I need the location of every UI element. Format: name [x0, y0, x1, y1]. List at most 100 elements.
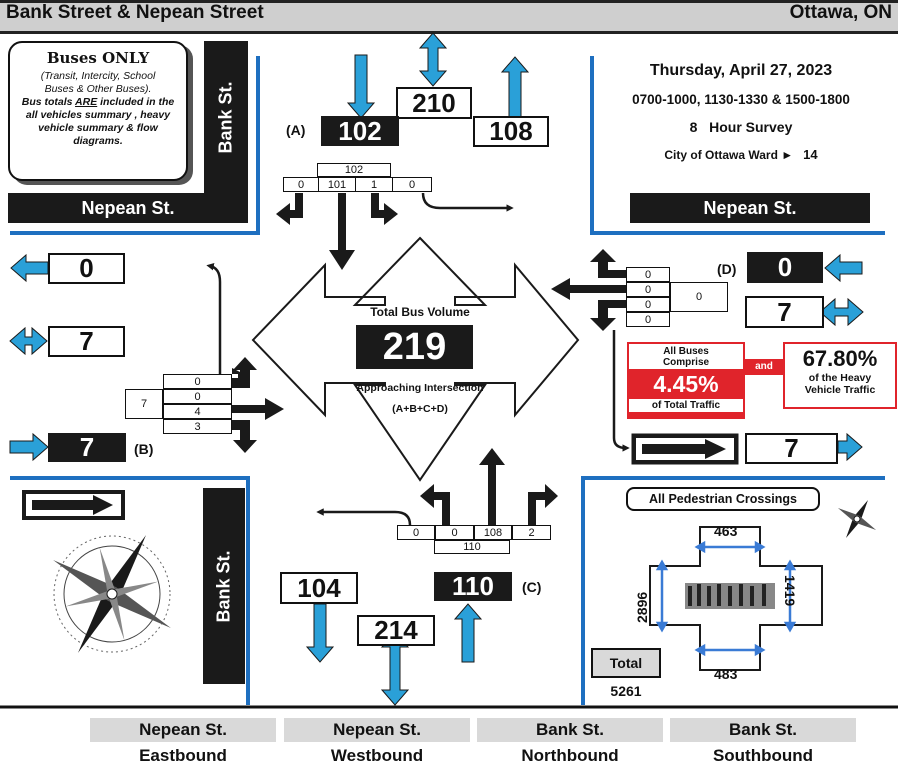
north-depart-box: 108	[473, 116, 549, 147]
north-cell-through: 1	[355, 177, 393, 192]
west-depart-arrow	[10, 253, 49, 283]
north-cell-right: 101	[318, 177, 356, 192]
info-title: Buses ONLY	[46, 49, 150, 67]
east-through-arrow	[551, 278, 626, 300]
survey-ward: City of Ottawa Ward ► 14	[664, 147, 818, 162]
north-approach-arrow	[346, 54, 376, 119]
south-total-box: 214	[357, 615, 435, 646]
ped-total-value: 5261	[610, 683, 642, 699]
east-cell-left: 0	[626, 312, 670, 327]
north-total-arrow	[418, 32, 448, 87]
intersection-title: Bank Street & Nepean Street	[6, 2, 264, 23]
one-way-sign-icon-west	[22, 490, 125, 520]
west-cell-total: 7	[125, 389, 163, 419]
north-label: (A)	[286, 122, 306, 138]
south-depart-box: 104	[280, 572, 358, 604]
east-label: (D)	[717, 261, 737, 277]
survey-date: Thursday, April 27, 2023	[649, 62, 833, 79]
south-through-arrow	[479, 448, 505, 525]
north-total-box: 210	[396, 87, 472, 119]
south-left-arrow	[420, 484, 450, 525]
west-cell-u: 0	[163, 374, 232, 389]
bus-share-percent: 4.45%	[653, 371, 719, 397]
south-approach-arrow	[453, 603, 483, 663]
and-label: and	[745, 359, 783, 375]
footer-dir-nb: Northbound	[521, 746, 619, 765]
ped-north-value: 463	[714, 523, 738, 539]
heavy-share-percent: 67.80%	[802, 346, 878, 371]
south-cell-u: 0	[397, 525, 435, 540]
west-cell-through: 4	[163, 404, 232, 419]
east-right-arrow	[590, 249, 626, 278]
north-cell-left: 0	[392, 177, 432, 192]
west-total-box: 7	[48, 326, 125, 357]
ped-east-value: 1419	[782, 575, 798, 607]
north-through-arrow	[329, 193, 355, 270]
street-label-nepean-nw: Nepean St.	[8, 193, 248, 223]
north-depart-arrow	[500, 56, 530, 121]
footer-street-eb: Nepean St.	[90, 718, 276, 742]
center-label-bottom: Approaching Intersection	[356, 382, 484, 394]
west-label: (B)	[134, 441, 154, 457]
footer-street-sb: Bank St.	[670, 718, 856, 742]
street-label-bank-nw: Bank St.	[204, 41, 248, 193]
title-bar	[0, 0, 898, 34]
south-depart-arrow	[305, 603, 335, 663]
east-approach-arrow	[824, 253, 863, 283]
west-left-arrow	[232, 357, 257, 388]
east-depart-arrow	[837, 432, 863, 462]
footer-dir-eb: Eastbound	[139, 746, 227, 765]
west-cell-right: 3	[163, 419, 232, 434]
footer-street-nb: Bank St.	[477, 718, 663, 742]
west-right-arrow	[232, 420, 257, 453]
center-label-sub: (A+B+C+D)	[392, 403, 448, 415]
west-approach-box: 7	[48, 432, 126, 462]
center-total-box: 219	[356, 325, 473, 369]
info-text: (Transit, Intercity, School Buses & Othe…	[21, 70, 175, 147]
compass-rose-icon	[53, 535, 171, 653]
west-uturn-arrow	[206, 263, 222, 375]
south-cell-total: 110	[434, 540, 510, 554]
south-cell-left: 0	[435, 525, 474, 540]
west-approach-arrow	[9, 432, 49, 462]
north-left-arrow	[371, 193, 398, 225]
north-cell-total: 102	[317, 163, 391, 177]
survey-hours: 8 Hour Survey	[689, 119, 793, 135]
west-through-arrow	[232, 398, 284, 420]
north-right-arrow	[276, 193, 303, 225]
east-total-box: 7	[745, 296, 824, 328]
survey-info: Thursday, April 27, 2023 0700-1000, 1130…	[596, 62, 886, 162]
city-title: Ottawa, ON	[789, 2, 892, 23]
survey-times: 0700-1000, 1130-1330 & 1500-1800	[632, 92, 850, 107]
west-depart-box: 0	[48, 253, 125, 284]
east-approach-box: 0	[747, 252, 823, 283]
footer-dir-sb: Southbound	[712, 746, 814, 765]
ped-west-value: 2896	[634, 591, 650, 623]
heavy-share-box: 67.80% of the Heavy Vehicle Traffic	[783, 342, 897, 409]
east-total-arrow	[819, 297, 864, 327]
ped-title-box: All Pedestrian Crossings	[626, 487, 820, 511]
north-uturn-arrow	[421, 192, 514, 212]
south-cell-right: 2	[512, 525, 551, 540]
ped-total-label: Total	[591, 648, 661, 678]
west-total-arrow	[9, 326, 48, 356]
north-cell-u: 0	[283, 177, 319, 192]
footer-dir-wb: Westbound	[330, 746, 424, 765]
south-uturn-arrow	[316, 508, 412, 526]
ped-south-value: 483	[714, 666, 738, 682]
south-approach-box: 110	[434, 571, 512, 601]
street-label-nepean-ne: Nepean St.	[630, 193, 870, 223]
east-cell-through: 0	[626, 297, 670, 312]
south-right-arrow	[528, 484, 558, 525]
center-label-top: Total Bus Volume	[370, 305, 470, 319]
south-cell-through: 108	[474, 525, 512, 540]
footer-street-wb: Nepean St.	[284, 718, 470, 742]
info-box: Buses ONLY (Transit, Intercity, School B…	[8, 41, 188, 181]
east-cell-right: 0	[626, 282, 670, 297]
compass-small-icon	[837, 499, 877, 539]
pedestrians-crowd-icon	[685, 583, 775, 609]
street-label-bank-sw: Bank St.	[203, 488, 245, 684]
